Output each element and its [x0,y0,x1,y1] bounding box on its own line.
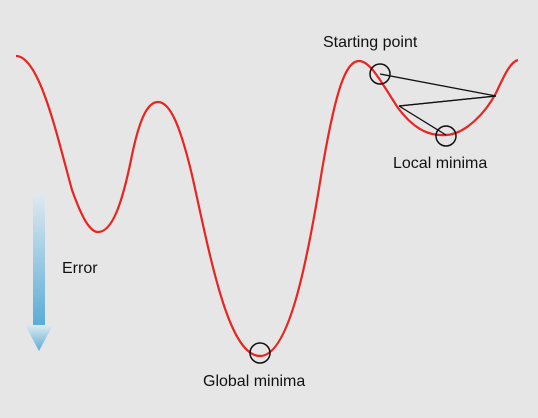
starting-point-marker [369,63,391,85]
error-curve [15,54,519,358]
local-minima-label: Local minima [393,155,488,172]
global-minima-marker [249,342,271,364]
step-line-1 [379,73,497,97]
error-arrow-head [25,325,53,351]
local-minima-marker [435,125,457,147]
error-arrow-shaft [33,194,45,326]
error-label: Error [62,260,98,277]
starting-point-label: Starting point [323,34,418,51]
descent-steps [379,73,497,136]
step-line-3 [398,95,497,107]
global-minima-label: Global minima [203,373,306,390]
